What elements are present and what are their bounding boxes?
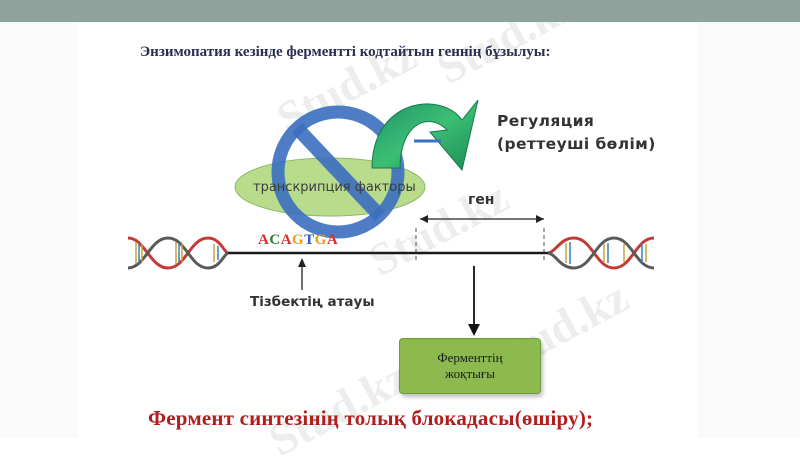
top-band: [0, 0, 800, 22]
sequence-letter: C: [269, 232, 281, 248]
sequence-letter: A: [258, 232, 270, 248]
sequence-letter: G: [292, 232, 305, 248]
dna-sequence: ACAGTGA: [258, 232, 338, 249]
gene-label: ген: [468, 192, 495, 208]
sequence-letter: G: [314, 232, 327, 248]
sequence-name-label: Тізбектің атауы: [250, 294, 375, 310]
slide-title: Энзимопатия кезінде ферментті кодтайтын …: [140, 44, 551, 60]
sequence-letter: T: [304, 232, 315, 248]
curved-regulation-arrow-icon: [371, 99, 479, 172]
regulation-label: Регуляция (реттеуші бөлім): [497, 110, 656, 156]
enzyme-box-line1: Ферменттің: [437, 350, 503, 365]
sequence-letter: A: [280, 232, 293, 248]
dna-double-helix-icon: [127, 236, 229, 270]
diagram-graphics: [127, 99, 655, 336]
gene-span-arrow: [415, 215, 545, 260]
prohibition-sign-icon: [271, 105, 405, 239]
regulation-label-line2: (реттеуші бөлім): [497, 135, 656, 153]
enzyme-box-line2: жоқтығы: [445, 366, 495, 381]
slide-canvas: [78, 22, 697, 438]
sequence-letter: A: [326, 232, 339, 248]
left-margin: [0, 22, 78, 438]
regulation-label-line1: Регуляция: [497, 112, 595, 130]
transcription-factor-label: транскрипция факторы: [253, 180, 416, 195]
down-arrow-icon: [468, 266, 480, 336]
bottom-caption: Фермент синтезінің толық блокадасы(өшіру…: [148, 406, 594, 430]
up-arrow-icon: [298, 258, 306, 290]
enzyme-absence-box: Ферменттің жоқтығы: [399, 338, 541, 394]
right-margin: [697, 22, 800, 438]
dna-double-helix-icon: [547, 236, 655, 270]
